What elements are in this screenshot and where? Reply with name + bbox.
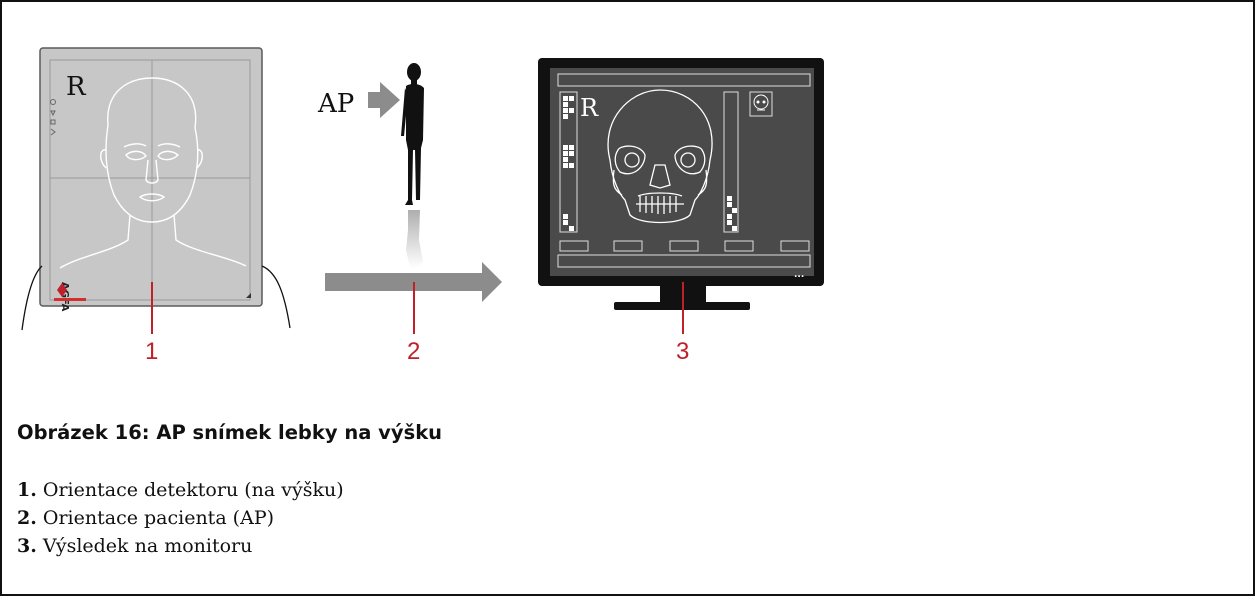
legend-item-text: Orientace pacienta (AP) (42, 507, 275, 529)
callout-number-3: 3 (676, 338, 690, 365)
monitor-marker-r: R (580, 94, 599, 122)
callout-number-2: 2 (407, 338, 421, 365)
monitor-illustration: R ... (538, 58, 824, 334)
patient-orientation-illustration: AP (317, 63, 502, 334)
skull-xray (607, 89, 713, 224)
legend-item-number: 2. (17, 507, 37, 529)
patient-reflection (406, 210, 423, 268)
right-shoulder-line (261, 265, 291, 329)
legend-item-text: Orientace detektoru (na výšku) (42, 479, 344, 501)
legend-item-number: 1. (17, 479, 37, 501)
figure-caption: Obrázek 16: AP snímek lebky na výšku (17, 421, 443, 444)
detector-corner-mark (246, 293, 251, 298)
face-outline (59, 77, 247, 269)
legend-list: 1. Orientace detektoru (na výšku) 2. Ori… (17, 476, 344, 560)
legend-item-number: 3. (17, 535, 37, 557)
left-shoulder-line (21, 265, 43, 331)
patient-silhouette (401, 63, 424, 205)
detector-red-strip (54, 298, 86, 301)
monitor-menu-dots: ... (794, 270, 804, 280)
right-scale-blocks (727, 196, 737, 231)
illustration: AGFA R AP (21, 47, 824, 334)
monitor-thumbnail (749, 91, 773, 117)
detector-illustration: AGFA R (21, 47, 291, 334)
detector-logo-mark (57, 283, 67, 297)
legend-item: 1. Orientace detektoru (na výšku) (17, 476, 344, 504)
detector-logo: AGFA (59, 282, 70, 312)
left-scale-blocks (563, 96, 574, 231)
detector-marker-r: R (66, 72, 87, 102)
ap-arrow (368, 82, 400, 118)
legend-item-text: Výsledek na monitoru (42, 535, 253, 557)
legend-item: 3. Výsledek na monitoru (17, 532, 344, 560)
legend-item: 2. Orientace pacienta (AP) (17, 504, 344, 532)
patient-direction-label: AP (317, 89, 354, 119)
detector-icons (50, 99, 56, 136)
callout-number-1: 1 (145, 338, 159, 365)
monitor-buttons (559, 240, 810, 252)
